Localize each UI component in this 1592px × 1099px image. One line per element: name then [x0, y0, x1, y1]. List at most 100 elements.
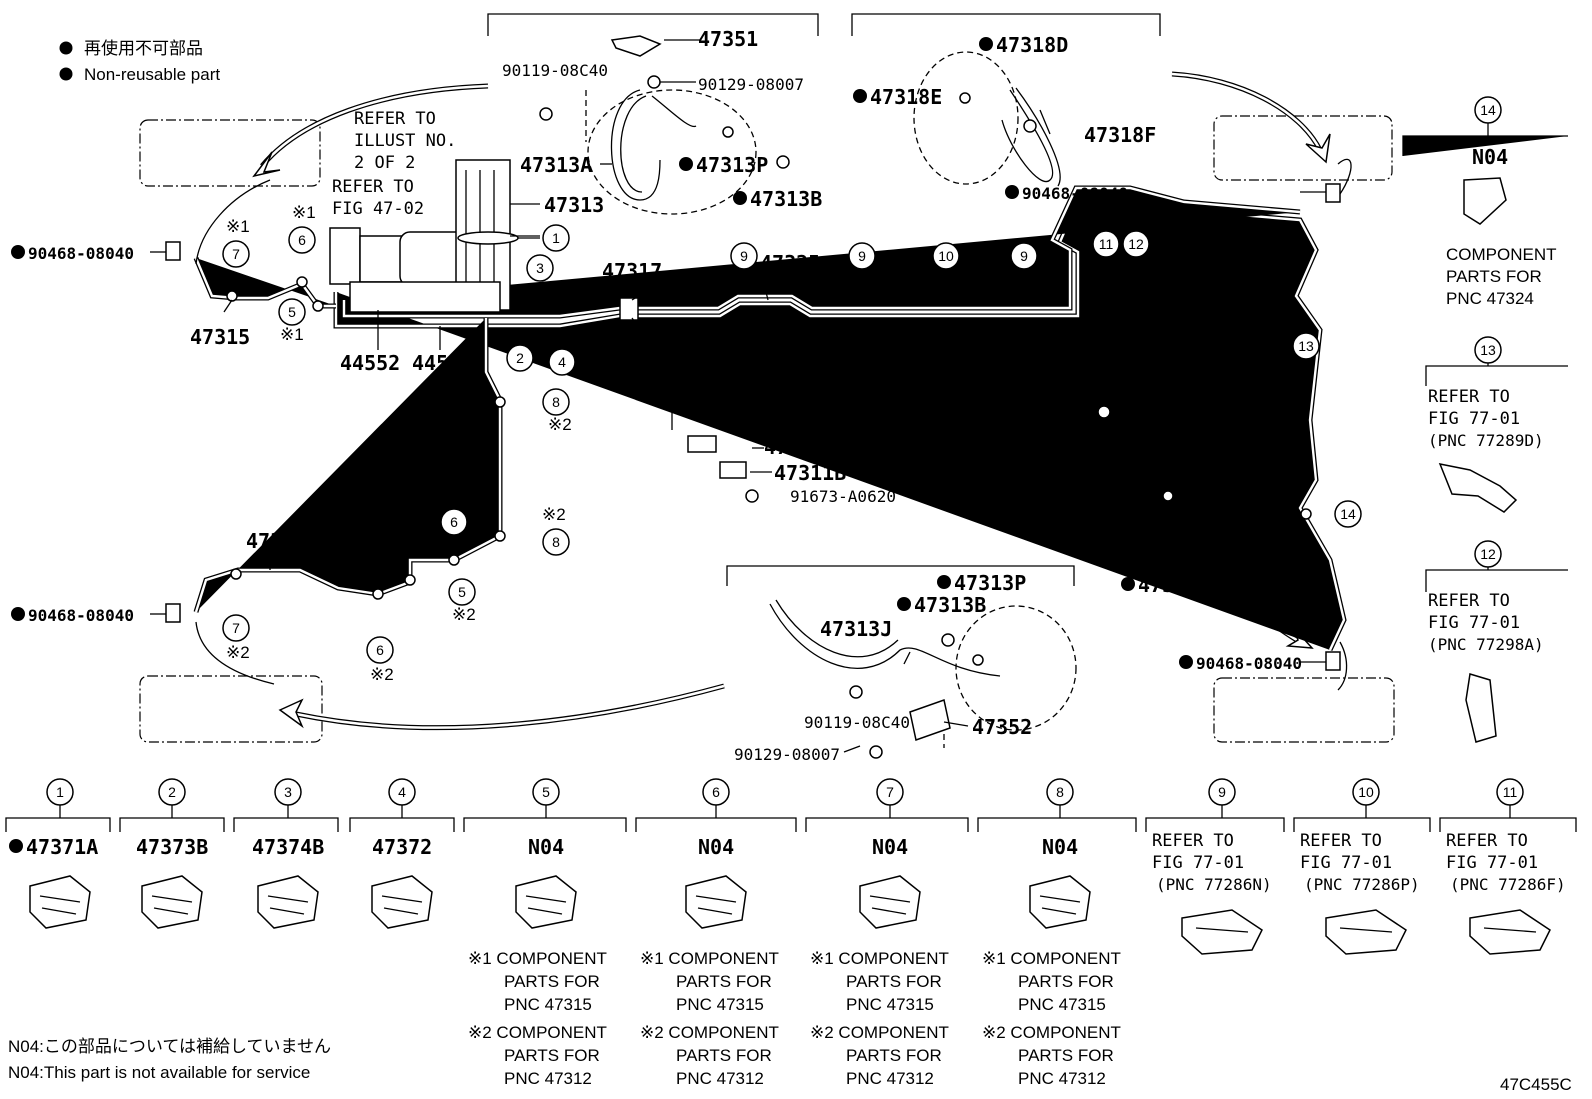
diagram-circles: 1 2 3 4 5 6 7 8 6 5 8 6 7 9 9 10 9 11: [222, 224, 1362, 664]
svg-text:COMPONENT: COMPONENT: [1446, 245, 1557, 264]
label-47313P-b: 47313P: [954, 571, 1026, 595]
non-reusable-dot-icon: [59, 41, 73, 55]
part-number-label: N04: [528, 835, 564, 859]
part-illustration: [1181, 909, 1263, 955]
label-47316: 47316: [602, 339, 662, 363]
refer-to-note: (PNC 77286P): [1304, 875, 1420, 894]
label-47318E-b: 47318E: [1138, 573, 1210, 597]
non-reusable-dot-icon: [1145, 411, 1159, 425]
refer-to-note: REFER TO: [1446, 831, 1528, 851]
component-note: ※2 COMPONENT: [810, 1023, 949, 1042]
bottom-callout-number: 1: [56, 784, 64, 800]
bottom-callout-number: 11: [1503, 784, 1518, 800]
label-47312: 47312: [246, 529, 306, 553]
svg-text:12: 12: [1480, 546, 1496, 562]
non-reusable-dot-icon: [679, 157, 693, 171]
component-note: PARTS FOR: [676, 972, 772, 991]
refer-illust-line3: 2 OF 2: [354, 153, 415, 173]
non-reusable-dot-icon: [1005, 185, 1019, 199]
component-note: PNC 47315: [846, 995, 934, 1014]
svg-text:9: 9: [740, 248, 748, 264]
label-47317: 47317: [602, 259, 662, 283]
refer-illust-line2: ILLUST NO.: [354, 131, 456, 151]
part-number-label: N04: [698, 835, 734, 859]
refer-illust-line1: REFER TO: [354, 109, 436, 129]
svg-text:PARTS FOR: PARTS FOR: [1446, 267, 1542, 286]
svg-text:※2: ※2: [226, 643, 250, 662]
label-47313A: 47313A: [520, 153, 592, 177]
svg-text:FIG 77-01: FIG 77-01: [1428, 613, 1520, 633]
label-47312E: 47312E: [764, 435, 836, 459]
non-reusable-dot-icon: [937, 575, 951, 589]
refer-to-note: FIG 77-01: [1446, 853, 1538, 873]
bottom-bracket: [1439, 817, 1577, 832]
svg-text:6: 6: [450, 514, 458, 530]
legend-en: Non-reusable part: [84, 65, 220, 84]
svg-text:※2: ※2: [440, 485, 464, 504]
note-en: N04:This part is not available for servi…: [8, 1063, 310, 1082]
svg-text:14: 14: [1340, 506, 1356, 522]
component-note: PARTS FOR: [1018, 972, 1114, 991]
svg-text:(PNC 77289D): (PNC 77289D): [1428, 431, 1544, 450]
bottom-bracket: [349, 817, 455, 832]
part-illustration: [1029, 875, 1091, 929]
component-note: PNC 47312: [846, 1069, 934, 1088]
label-44551: 44551: [412, 351, 472, 375]
ref-box-bottom-left: [139, 675, 323, 743]
label-47325: 47325: [760, 251, 820, 275]
part-number-label: 47371A: [26, 835, 98, 859]
bottom-callout-number: 4: [398, 784, 406, 800]
svg-text:※2: ※2: [542, 505, 566, 524]
refer-to-note: FIG 77-01: [1152, 853, 1244, 873]
hardware: [165, 35, 1341, 759]
callout-number: 1: [552, 230, 560, 246]
bottom-bracket: [1145, 817, 1285, 832]
svg-text:※2: ※2: [452, 605, 476, 624]
bottom-bracket: [635, 817, 797, 832]
bottom-callout-number: 3: [284, 784, 292, 800]
part-number-label: 47373B: [136, 835, 208, 859]
part-illustration: [515, 875, 577, 929]
component-note: ※2 COMPONENT: [640, 1023, 779, 1042]
callout-number: 7: [232, 246, 240, 262]
label-90468-d: 90468-08040: [1196, 654, 1302, 673]
callout-number: 6: [298, 232, 306, 248]
bottom-callout-number: 8: [1056, 784, 1064, 800]
bottom-callout-number: 9: [1218, 784, 1226, 800]
refer-fig-line1: REFER TO: [332, 177, 414, 197]
component-note: PNC 47315: [676, 995, 764, 1014]
label-47313P: 47313P: [696, 153, 768, 177]
label-47352: 47352: [972, 715, 1032, 739]
svg-text:9: 9: [858, 248, 866, 264]
svg-text:13: 13: [1480, 342, 1496, 358]
label-90119: 90119-08C40: [502, 61, 608, 80]
svg-text:※1: ※1: [226, 217, 250, 236]
label-44552: 44552: [340, 351, 400, 375]
label-90119-b: 90119-08C40: [804, 713, 910, 732]
refer-to-note: REFER TO: [1300, 831, 1382, 851]
bottom-bracket: [463, 817, 627, 832]
component-note: PARTS FOR: [846, 972, 942, 991]
ref-box-top-left: [139, 119, 321, 187]
non-reusable-dot-icon: [897, 597, 911, 611]
part-illustration: [1469, 909, 1551, 955]
component-note: PNC 47312: [676, 1069, 764, 1088]
bottom-callout-number: 6: [712, 784, 720, 800]
callout-number: 8: [552, 394, 560, 410]
ref-box-bottom-right: [1213, 677, 1395, 743]
component-note: PNC 47312: [504, 1069, 592, 1088]
non-reusable-dot-icon: [11, 607, 25, 621]
component-note: PARTS FOR: [676, 1046, 772, 1065]
figure-id: 47C455C: [1500, 1075, 1572, 1094]
svg-text:12: 12: [1128, 236, 1144, 252]
refer-to-note: REFER TO: [1152, 831, 1234, 851]
bottom-bracket: [805, 817, 969, 832]
part-number-label: 47374B: [252, 835, 324, 859]
label-47311B: 47311B: [774, 461, 846, 485]
abs-actuator: [329, 159, 519, 313]
component-note: ※1 COMPONENT: [982, 949, 1121, 968]
bottom-callout-number: 10: [1358, 784, 1374, 800]
label-47315: 47315: [190, 325, 250, 349]
